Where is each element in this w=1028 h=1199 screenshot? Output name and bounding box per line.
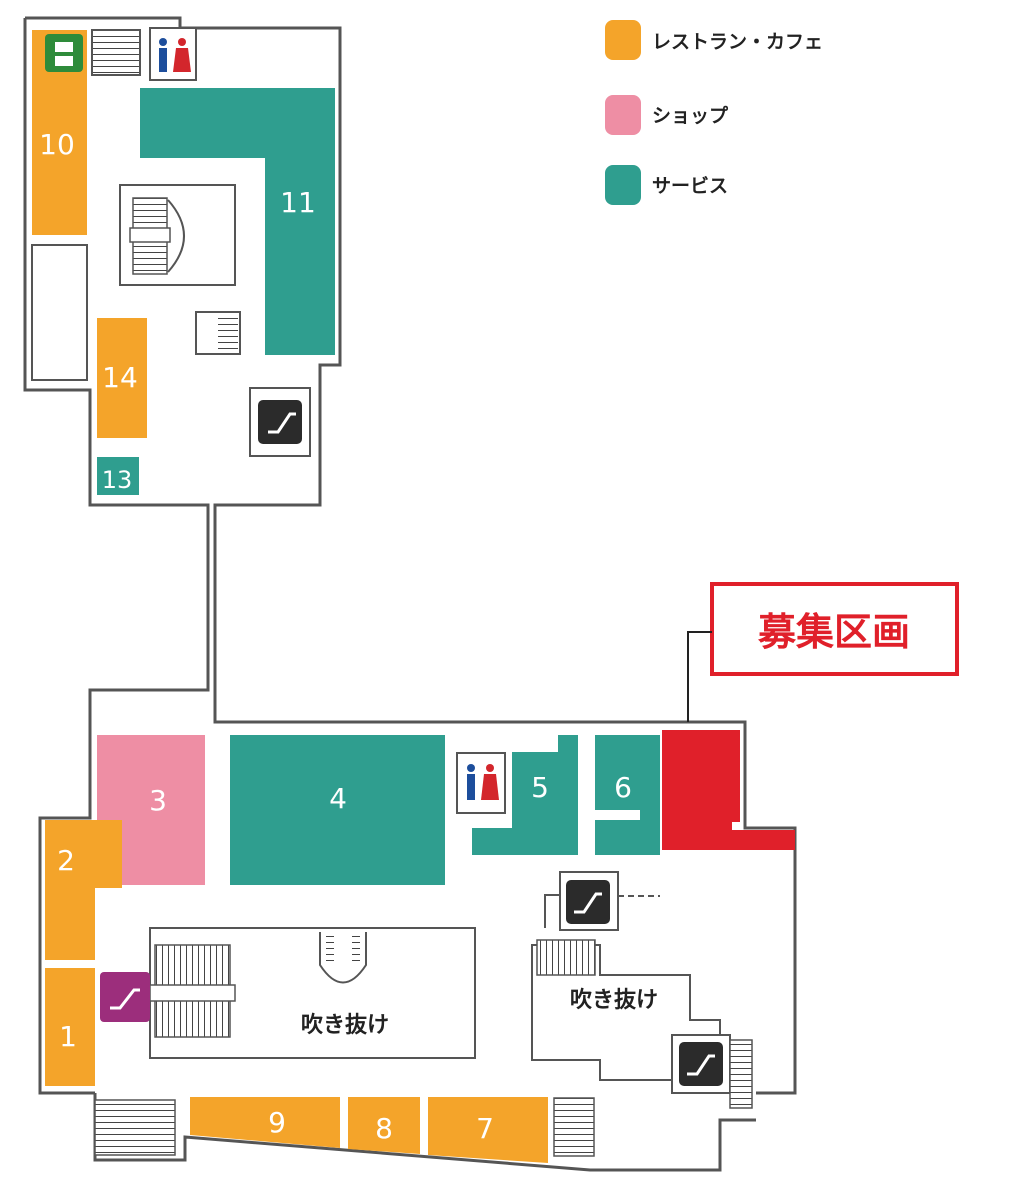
stairs-bottom-right — [553, 1097, 595, 1157]
legend-restaurant: レストラン・カフェ — [605, 20, 823, 60]
unit-13[interactable]: 13 — [97, 457, 139, 495]
legend-restaurant-swatch — [605, 20, 641, 60]
unit-4-label: 4 — [329, 782, 347, 815]
restroom-icon — [149, 27, 197, 81]
legend-shop-swatch — [605, 95, 641, 135]
restroom-icon-lower — [456, 752, 506, 814]
elevator-icon-right-lower — [671, 1034, 731, 1094]
void-left-label: 吹き抜け — [301, 1012, 389, 1038]
unit-3[interactable]: 3 — [97, 735, 205, 885]
void-left: 吹き抜け — [149, 927, 476, 1059]
recruit-callout: 募集区画 — [687, 582, 959, 722]
unit-2-label: 2 — [57, 844, 75, 877]
unit-5[interactable]: 5 — [472, 735, 578, 855]
unit-5-label: 5 — [531, 771, 549, 804]
legend-service: サービス — [605, 165, 728, 205]
escalator-icon — [100, 972, 150, 1022]
void-right-label: 吹き抜け — [570, 987, 658, 1013]
legend-shop: ショップ — [605, 95, 729, 135]
escalator-upper-center — [119, 184, 236, 286]
legend-shop-label: ショップ — [652, 104, 729, 127]
upper-left-room — [31, 244, 88, 381]
unit-9[interactable]: 9 — [190, 1097, 340, 1148]
unit-6-label: 6 — [614, 771, 632, 804]
unit-10-label: 10 — [39, 128, 75, 161]
recruit-unit[interactable] — [662, 730, 795, 850]
elevator-icon-right-upper — [544, 871, 660, 931]
unit-13-label: 13 — [102, 466, 133, 494]
unit-1-label: 1 — [59, 1020, 77, 1053]
unit-4[interactable]: 4 — [230, 735, 445, 885]
unit-14-label: 14 — [102, 361, 138, 394]
stairs-top — [91, 29, 141, 76]
legend-service-label: サービス — [652, 175, 728, 197]
unit-1[interactable]: 1 — [45, 968, 95, 1086]
unit-11-label: 11 — [280, 186, 316, 219]
elevator-icon — [249, 387, 311, 457]
stairs-right-lower — [729, 1039, 753, 1109]
building-outline — [23, 16, 797, 1172]
unit-8[interactable]: 8 — [348, 1097, 420, 1154]
unit-2[interactable]: 2 — [45, 820, 122, 960]
legend-service-swatch — [605, 165, 641, 205]
unit-14[interactable]: 14 — [97, 318, 147, 438]
emergency-exit-icon — [45, 34, 83, 72]
unit-8-label: 8 — [375, 1112, 393, 1145]
stairs-bottom-left — [94, 1099, 176, 1156]
unit-11[interactable]: 11 — [140, 88, 335, 355]
unit-9-label: 9 — [268, 1106, 286, 1139]
unit-7-label: 7 — [476, 1112, 494, 1145]
legend: レストラン・カフェ ショップ サービス — [605, 20, 823, 205]
recruit-label: 募集区画 — [758, 610, 910, 654]
legend-restaurant-label: レストラン・カフェ — [652, 31, 823, 53]
unit-7[interactable]: 7 — [428, 1097, 548, 1163]
unit-3-label: 3 — [149, 784, 167, 817]
stairs-small-upper — [195, 311, 241, 355]
unit-6[interactable]: 6 — [595, 735, 660, 855]
